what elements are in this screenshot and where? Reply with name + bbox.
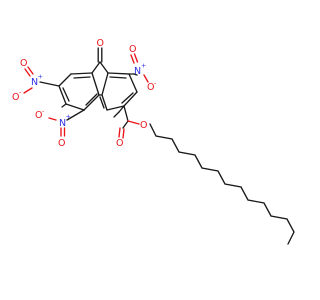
nitro-right-minus: -: [154, 79, 157, 87]
nitro-left-oxygen-top: O: [20, 58, 27, 69]
nitro-right-nitrogen: N: [134, 66, 141, 77]
ester-group: O O: [113, 105, 147, 149]
structure-diagram: O N + O O - N +: [12, 38, 295, 245]
nitro-left-oxygen-bottom: O: [12, 92, 19, 103]
ester-ether-oxygen: O: [140, 120, 147, 131]
nitro-right-plus: +: [141, 62, 146, 70]
nitro-right-oxygen-top: O: [129, 44, 136, 55]
nitro-bottom-nitrogen: N: [59, 118, 66, 129]
nitro-bottom-minus: -: [42, 107, 45, 115]
left-benzene-ring: [58, 72, 100, 111]
nitro-bottom-oxygen-down: O: [58, 138, 65, 149]
ketone-oxygen-label: O: [97, 38, 104, 49]
nitro-right-oxygen-bottom: O: [147, 82, 154, 93]
nitro-bottom-oxygen-left: O: [35, 110, 42, 121]
nitro-left-minus: -: [19, 88, 22, 96]
ketone-group: O: [97, 38, 104, 63]
ester-carbonyl-oxygen: O: [116, 138, 123, 149]
nitro-group-right: N + O O -: [128, 44, 157, 93]
nitro-group-left: N + O O -: [12, 58, 60, 103]
hexadecyl-chain: [149, 123, 295, 245]
nitro-left-nitrogen: N: [31, 77, 38, 88]
right-benzene-ring: [99, 72, 138, 111]
nitro-left-plus: +: [38, 73, 43, 81]
nitro-group-bottom: N + O - O: [35, 103, 85, 149]
molecule-canvas: O N + O O - N +: [12, 38, 295, 245]
nitro-bottom-plus: +: [66, 113, 71, 121]
five-membered-ring: [91, 61, 109, 96]
